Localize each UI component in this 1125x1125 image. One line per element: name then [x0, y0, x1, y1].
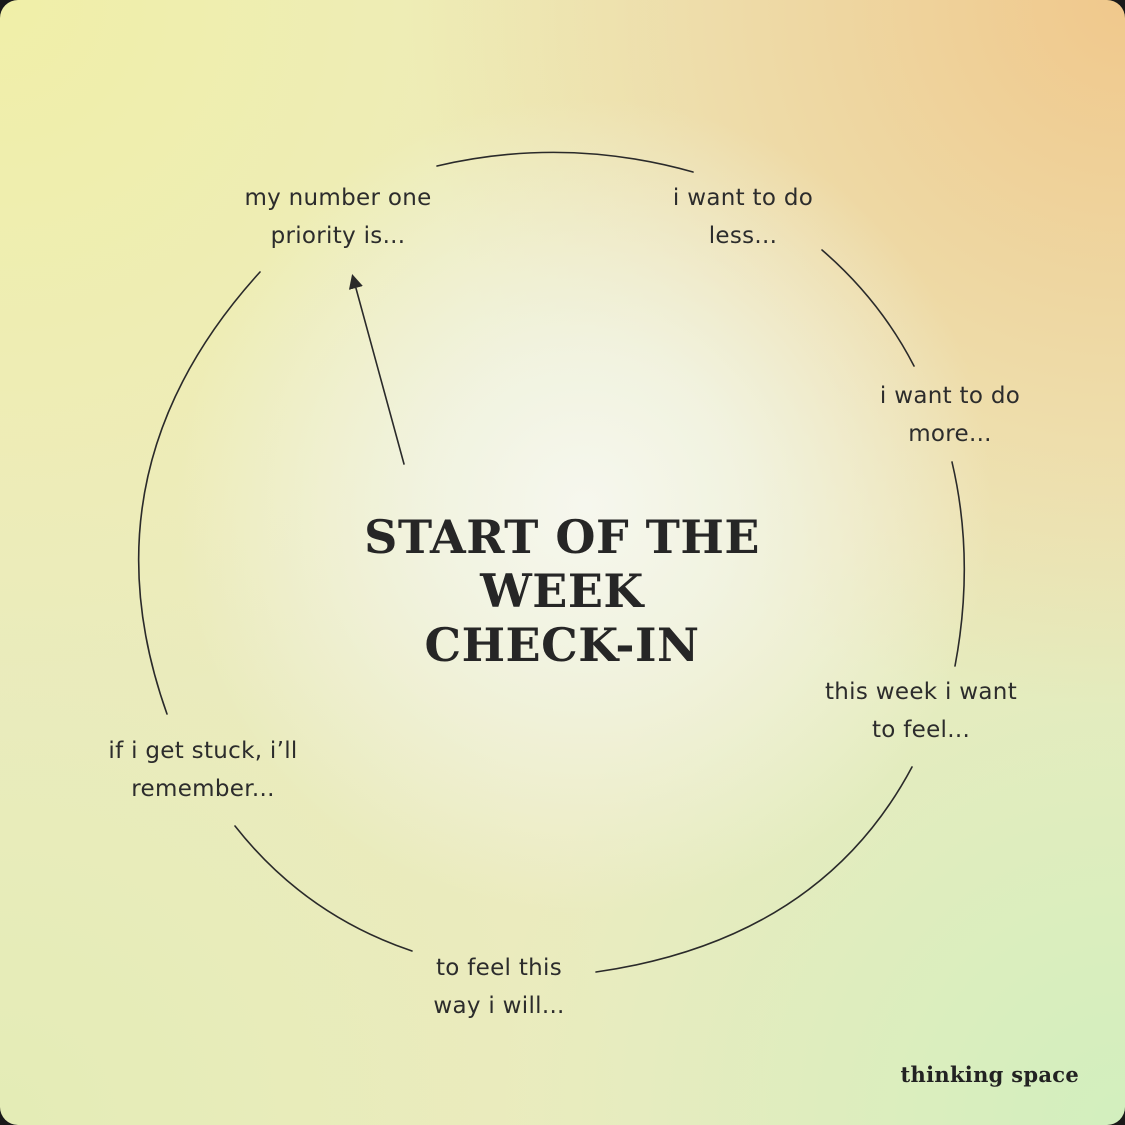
prompt-do-more-line1: i want to do: [879, 383, 1021, 409]
prompt-do-less-line2: less...: [708, 223, 778, 249]
prompt-priority-line2: priority is...: [270, 223, 406, 249]
page-title: START OF THE WEEK CHECK-IN: [364, 510, 760, 672]
brand-wordmark: thinking space: [900, 1062, 1079, 1087]
prompt-want-to-feel-line1: this week i want: [824, 679, 1018, 705]
prompt-do-more-line2: more...: [908, 421, 992, 447]
prompt-i-will: to feel this way i will...: [433, 949, 564, 1025]
prompt-do-less-line1: i want to do: [672, 185, 814, 211]
arc-feel-to-will: [595, 766, 913, 973]
title-line1: START OF THE: [364, 510, 760, 564]
arrow-to-priority: [348, 274, 405, 465]
prompt-if-stuck-line1: if i get stuck, i’ll: [108, 738, 298, 764]
arc-priority-to-less: [436, 151, 694, 173]
arc-stuck-to-priority: [137, 271, 261, 715]
arc-will-to-stuck: [234, 825, 413, 952]
title-line3: CHECK-IN: [424, 618, 700, 672]
prompt-if-stuck-line2: remember...: [131, 776, 275, 802]
prompt-do-less: i want to do less...: [673, 179, 813, 255]
title-line2: WEEK: [480, 564, 644, 618]
arc-more-to-feel: [951, 461, 966, 667]
prompt-do-more: i want to do more...: [880, 377, 1020, 453]
prompt-i-will-line2: way i will...: [433, 993, 565, 1019]
prompt-priority-line1: my number one: [244, 185, 432, 211]
prompt-want-to-feel-line2: to feel...: [871, 717, 971, 743]
prompt-if-stuck: if i get stuck, i’ll remember...: [108, 732, 297, 808]
prompt-priority: my number one priority is...: [244, 179, 431, 255]
arc-less-to-more: [821, 249, 915, 367]
prompt-want-to-feel: this week i want to feel...: [825, 673, 1017, 749]
prompt-i-will-line1: to feel this: [435, 955, 563, 981]
